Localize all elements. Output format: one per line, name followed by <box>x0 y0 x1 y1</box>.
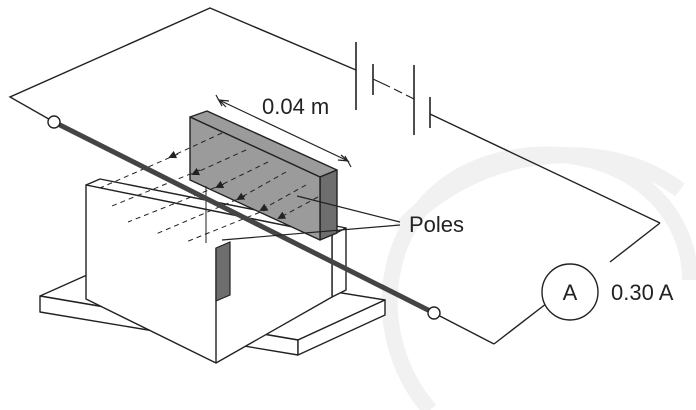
near-pole <box>215 241 231 302</box>
pole-pointers <box>221 195 401 241</box>
field-lines <box>99 132 319 243</box>
length-dimension <box>215 94 352 168</box>
battery-icon <box>355 42 431 135</box>
poles-label: Poles <box>409 212 464 237</box>
conducting-rod <box>47 115 441 320</box>
circuit-wires <box>8 7 661 345</box>
length-label: 0.04 m <box>262 94 329 119</box>
current-label: 0.30 A <box>611 280 674 305</box>
ammeter-symbol: A <box>563 280 578 305</box>
far-pole <box>189 110 338 243</box>
watermark <box>381 146 696 410</box>
ammeter <box>541 263 599 321</box>
